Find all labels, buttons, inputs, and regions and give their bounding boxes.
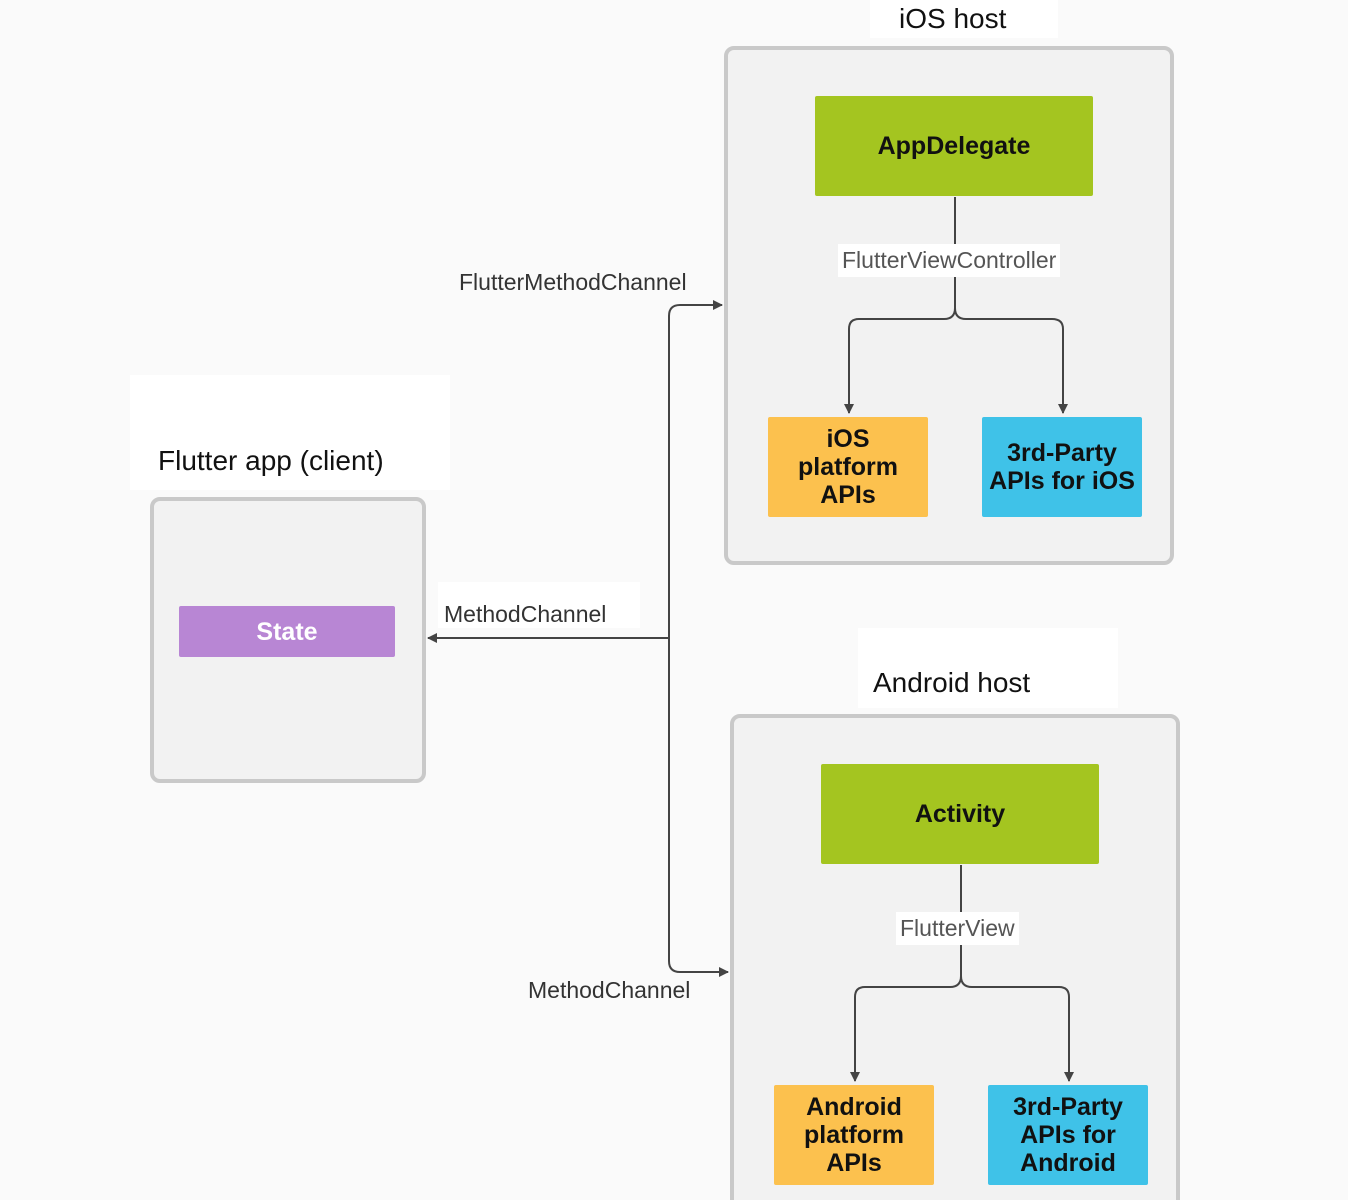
ios-channel-label: FlutterMethodChannel	[459, 269, 687, 295]
activity-label: Activity	[914, 800, 1006, 828]
ios-channel-connector	[668, 300, 723, 638]
ios-host-title: iOS host	[899, 3, 1007, 34]
android-third-party-apis-node: 3rd-Party APIs for Android	[988, 1085, 1148, 1185]
client-channel-label-background	[438, 582, 640, 628]
android-platform-apis-node: Android platform APIs	[774, 1085, 934, 1185]
flutter-app-title: Flutter app (client)	[158, 445, 384, 476]
android-third-party-connector	[960, 975, 1074, 1082]
app-delegate-label: AppDelegate	[877, 132, 1031, 160]
activity-node: Activity	[821, 764, 1099, 864]
ios-third-party-apis-node: 3rd-Party APIs for iOS	[982, 417, 1142, 517]
flutter-title-background	[130, 375, 450, 490]
ios-platform-apis-node: iOS platform APIs	[768, 417, 928, 517]
state-label: State	[256, 617, 318, 646]
ios-trunk-connector	[844, 197, 956, 414]
android-title-background	[858, 628, 1118, 708]
ios-third-party-connector	[954, 307, 1068, 414]
android-third-party-apis-label: 3rd-Party APIs for Android	[1013, 1093, 1123, 1177]
android-channel-label: MethodChannel	[528, 977, 691, 1003]
ios-title-background	[870, 0, 1058, 38]
ios-third-party-apis-label: 3rd-Party APIs for iOS	[989, 439, 1135, 495]
state-node: State	[179, 606, 395, 657]
android-platform-apis-label: Android platform APIs	[804, 1093, 904, 1177]
client-channel-label: MethodChannel	[444, 601, 607, 627]
android-channel-connector	[668, 638, 729, 977]
app-delegate-node: AppDelegate	[815, 96, 1093, 196]
flutter-view-label: FlutterView	[896, 912, 1019, 945]
ios-platform-apis-label: iOS platform APIs	[798, 425, 898, 509]
flutter-view-controller-label: FlutterViewController	[838, 244, 1061, 277]
android-trunk-connector	[850, 865, 962, 1082]
android-host-title: Android host	[873, 667, 1031, 698]
